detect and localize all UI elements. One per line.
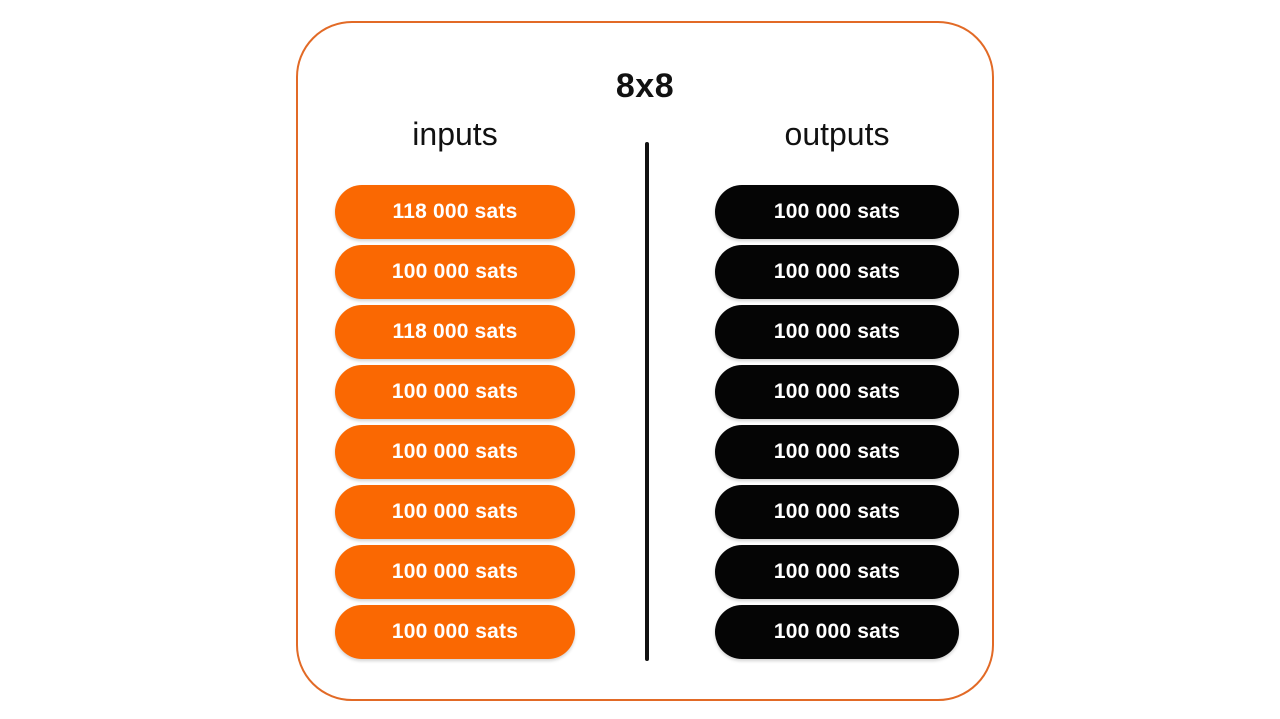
output-pill: 100 000 sats <box>715 305 959 359</box>
outputs-column: 100 000 sats 100 000 sats 100 000 sats 100 … <box>715 185 959 665</box>
diagram-title: 8x8 <box>615 67 675 105</box>
output-pill: 100 000 sats <box>715 425 959 479</box>
input-pill: 100 000 sats <box>335 485 575 539</box>
input-pill: 100 000 sats <box>335 605 575 659</box>
output-pill: 100 000 sats <box>715 185 959 239</box>
inputs-column: 118 000 sats 100 000 sats 118 000 sats 100 … <box>335 185 575 665</box>
output-pill: 100 000 sats <box>715 485 959 539</box>
output-pill: 100 000 sats <box>715 545 959 599</box>
outputs-heading: outputs <box>784 116 890 152</box>
output-pill: 100 000 sats <box>715 245 959 299</box>
input-pill: 100 000 sats <box>335 425 575 479</box>
output-pill: 100 000 sats <box>715 605 959 659</box>
input-pill: 100 000 sats <box>335 545 575 599</box>
column-divider <box>645 142 649 661</box>
input-pill: 100 000 sats <box>335 365 575 419</box>
input-pill: 118 000 sats <box>335 185 575 239</box>
input-pill: 118 000 sats <box>335 305 575 359</box>
input-pill: 100 000 sats <box>335 245 575 299</box>
transaction-frame: 8x8 inputs outputs 118 000 sats 100 000 s… <box>296 21 994 701</box>
inputs-heading: inputs <box>412 116 498 152</box>
output-pill: 100 000 sats <box>715 365 959 419</box>
